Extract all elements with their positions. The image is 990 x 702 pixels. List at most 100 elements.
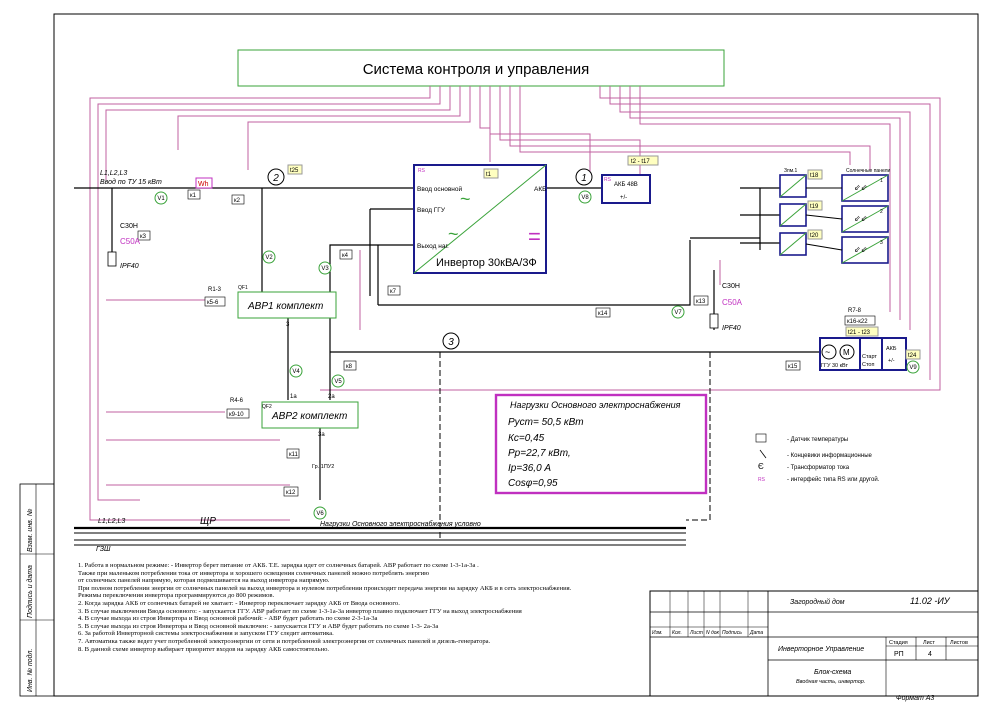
notes-block: 1. Работа в нормальном режиме: - Инверто… <box>78 562 668 653</box>
tb-object: Загородный дом <box>790 598 845 606</box>
solar-controller-tag: Зпм.1 <box>784 168 798 174</box>
loads-line-3: Рр=22,7 кВт, <box>508 448 571 459</box>
left-ipf40: IPF40 <box>120 263 139 270</box>
akb-main-tag: t2 - t17 <box>631 159 650 165</box>
tag-k12: к12 <box>286 490 296 496</box>
ggu-sensor: t24 <box>908 353 917 359</box>
ggu-k15: к15 <box>788 364 798 370</box>
note-line: 6. За работой Инверторной системы электр… <box>78 630 334 638</box>
legend-temp: - Датчик температуры <box>787 437 848 443</box>
marker-circle-1-text: 1 <box>581 173 587 184</box>
avr1-contact: к5-6 <box>207 300 219 306</box>
svg-text:Є: Є <box>758 462 764 471</box>
group-label: Гр. 1ПУ2 <box>312 464 334 470</box>
ggu-akb: АКБ <box>886 346 897 352</box>
tb-sheet: 4 <box>928 651 932 658</box>
tag-t25: t25 <box>290 168 299 174</box>
main-bus: L1,L2,L3 ЩР Нагрузки Основного электросн… <box>74 351 711 553</box>
inverter-output-load: Выход наг. <box>417 243 449 250</box>
right-c50a: C50A <box>722 298 743 307</box>
legend-ct: - Трансформатор тока <box>787 465 850 471</box>
inverter-ac-symbol-2: ~ <box>448 224 459 244</box>
inverter-akb-port: АКБ <box>534 186 546 193</box>
tb-stage-h: Стадия <box>889 640 908 646</box>
solar-panel-num-3: 3 <box>880 240 883 246</box>
bus-load-label: Нагрузки Основного электроснабжения усло… <box>320 520 481 528</box>
note-line: 8. В данной схеме инвертор выбирает прио… <box>78 645 330 653</box>
ggu-relay: R7-8 <box>848 308 862 314</box>
tb-col-2: Лист <box>689 630 703 636</box>
tag-k13: к13 <box>696 299 706 305</box>
avr2-num-2: 2а <box>328 394 335 400</box>
loads-line-4: Iр=36,0 А <box>508 463 551 474</box>
solar-arrows-3: ⇙⇙ <box>854 245 868 254</box>
marker-circle-3-text: 3 <box>448 337 454 348</box>
avr2-num-1: 1а <box>290 394 297 400</box>
right-c30h: C30H <box>722 283 740 290</box>
marker-circle-2-text: 2 <box>272 173 279 184</box>
meter-wh: Wh <box>198 181 209 188</box>
bus-shr-label: ЩР <box>200 516 216 527</box>
solar-title: Солнечные панели <box>846 168 890 174</box>
tb-stage: РП <box>894 651 904 658</box>
solar-arrows-2: ⇙⇙ <box>854 214 868 223</box>
legend: - Датчик температуры - Концевики информа… <box>755 433 880 483</box>
main-input-label: Ввод по ТУ 15 кВт <box>100 178 162 186</box>
inverter-dc-symbol: = <box>528 224 541 249</box>
right-ipf40: IPF40 <box>722 325 741 332</box>
svg-text:~: ~ <box>825 347 830 357</box>
side-stamp-inventory: Инв. № подл. <box>26 649 34 692</box>
tb-doc-title: Блок-схема <box>814 669 851 676</box>
control-system-title: Система контроля и управления <box>363 61 590 78</box>
tb-col-1: Кол. <box>672 630 682 636</box>
ggu-block: ~ М <box>819 337 907 371</box>
ggu-stop: Стоп <box>862 362 874 368</box>
side-stamp-signature: Подпись и дата <box>26 565 34 618</box>
akb-main-rs: RS <box>604 177 612 183</box>
note-line: 3. В случае выключения Ввода основного: … <box>78 607 522 615</box>
ggu-start: Старт <box>862 354 877 360</box>
tag-v3: V3 <box>321 266 329 272</box>
avr2-box <box>261 401 359 429</box>
tag-k8: к8 <box>346 364 353 370</box>
avr2-relay: R4-6 <box>230 398 244 404</box>
note-line: 7. Автоматика также ведет учет потреблен… <box>78 637 491 645</box>
tb-format: Формат А3 <box>896 695 934 702</box>
akb-main-box <box>601 174 651 204</box>
tag-k7: к7 <box>390 289 397 295</box>
ggu-contact: к16-к22 <box>847 319 868 325</box>
tag-k2: к2 <box>234 198 241 204</box>
tag-v7: V7 <box>674 310 682 316</box>
legend-rs-symbol: RS <box>758 477 766 483</box>
tb-col-5: Дата <box>749 630 763 636</box>
note-line: Также при маленьком потреблении тока от … <box>78 569 430 577</box>
marker-circle-1 <box>575 168 593 186</box>
tag-v2: V2 <box>265 255 273 261</box>
solar-panel-num-2: 2 <box>880 209 883 215</box>
note-line: 4. В случае выхода из строя Инвертора и … <box>78 615 378 623</box>
solar-sensor-t19: t19 <box>810 204 819 210</box>
tag-v8: V8 <box>581 195 589 201</box>
legend-rs: - интерфейс типа RS или другой. <box>787 476 880 483</box>
ggu-volt: V9 <box>909 365 917 371</box>
note-line: Режимы переключения инвертора программир… <box>78 592 275 600</box>
control-system-box <box>237 49 725 87</box>
tag-k14: к14 <box>598 311 608 317</box>
solar-arrows-1: ⇙⇙ <box>854 183 868 192</box>
control-lines <box>89 86 941 521</box>
tb-sheets-h: Листов <box>950 640 968 646</box>
side-stamp-replace: Взам. инв. № <box>27 508 34 552</box>
akb-main-label: АКБ 48В <box>614 182 638 188</box>
inverter-input-main: Ввод основной <box>417 185 463 193</box>
meter-wh-box <box>195 177 213 189</box>
solar-panel-num-1: 1 <box>880 178 883 184</box>
tag-v6: V6 <box>316 511 324 517</box>
akb-main-pole: +/- <box>620 195 627 201</box>
avr1-qf: QF1 <box>238 285 248 291</box>
tb-code: 11.02 -ИУ <box>910 596 951 606</box>
tb-doc-sub: Вводная часть, инвертор. <box>796 679 865 685</box>
note-line: от солнечных панелей напрямую, которая п… <box>78 577 330 585</box>
marker-circle-2 <box>267 168 285 186</box>
title-block <box>649 590 979 697</box>
